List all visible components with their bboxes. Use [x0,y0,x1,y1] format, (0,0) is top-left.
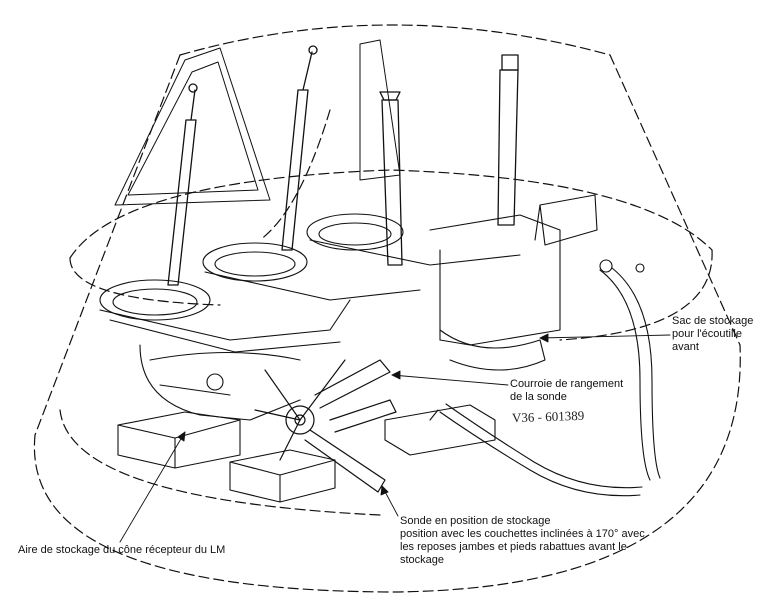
label-probe-stowed: Sonde en position de stockage position a… [400,515,645,567]
stowage-bag [534,194,598,246]
label-probe-strap-line1: Courroie de rangement [510,378,624,390]
label-hatch-bag-line2: pour l'écoutille [672,328,742,340]
couch-center [202,242,421,301]
couch-left [99,279,351,353]
leader-drogue-area [119,431,186,543]
window-outline [114,39,401,206]
label-probe-stowed-line4: stockage [400,554,445,566]
storage-base [117,404,496,503]
probe [254,359,397,493]
umbilical-hose [429,259,661,497]
leader-probe-strap [391,374,509,386]
strut-1 [167,83,198,286]
strut-4 [497,54,519,226]
strut-3 [379,91,403,266]
arrowhead-probe-strap [391,370,401,380]
label-drogue-area-line1: Aire de stockage du cône récepteur du LM [18,544,226,556]
label-hatch-bag: Sac de stockage pour l'écoutille avant [672,315,753,354]
reference-code: V36 - 601389 [511,407,585,426]
label-probe-stowed-line2: position avec les couchettes inclinées à… [400,528,645,540]
label-probe-strap-line2: de la sonde [510,391,567,403]
label-probe-stowed-line3: les reposes jambes et pieds rabattues av… [400,541,627,553]
couch-frame [139,329,546,421]
arrowhead-hatch-bag [539,333,549,343]
couch-right [306,213,561,346]
label-hatch-bag-line3: avant [672,341,699,353]
strut-2 [281,45,318,251]
capsule-outline [33,24,741,593]
label-hatch-bag-line1: Sac de stockage [672,315,754,327]
leader-lines [119,333,671,543]
label-probe-stowed-line1: Sonde en position de stockage [400,515,551,527]
arrowhead-probe-stowed [380,485,389,496]
label-drogue-area: Aire de stockage du cône récepteur du LM [18,544,225,557]
label-probe-strap: Courroie de rangement de la sonde [510,378,623,404]
leader-hatch-bag [539,334,671,339]
arrowhead-drogue-area [177,431,186,442]
